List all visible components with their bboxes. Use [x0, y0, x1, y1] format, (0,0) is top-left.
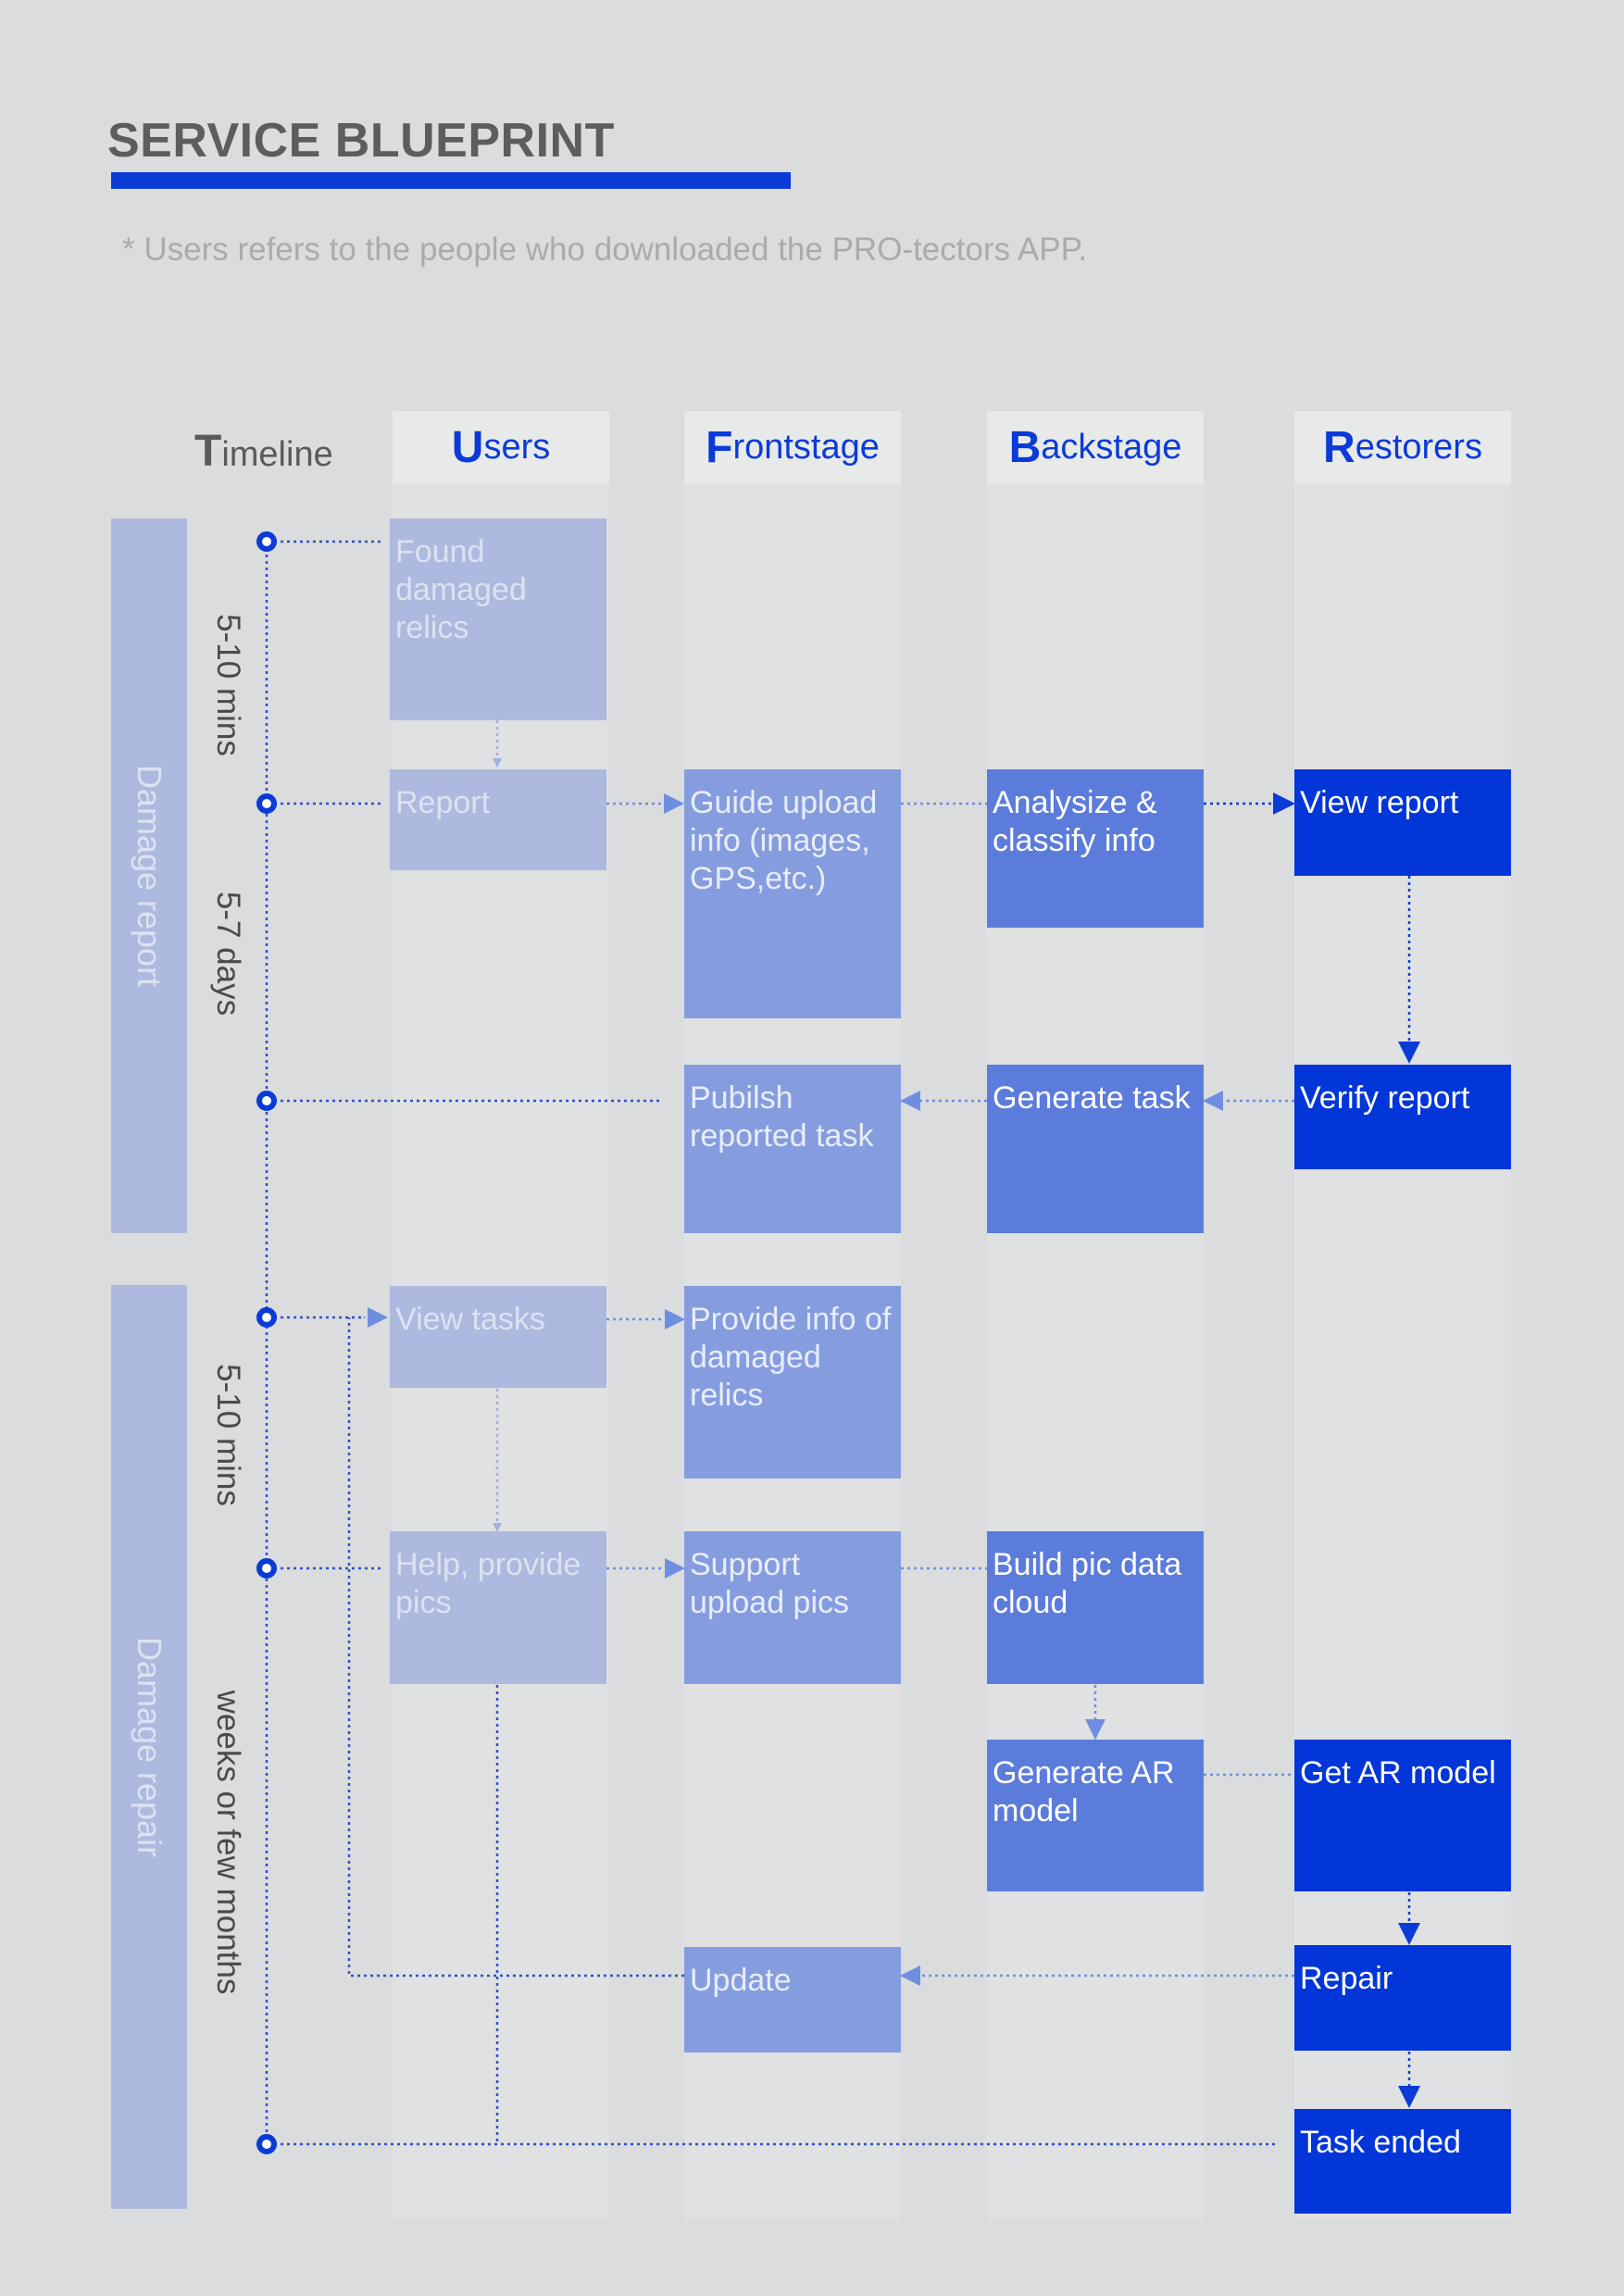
- step-generate-ar-model: Generate AR model: [987, 1740, 1204, 1891]
- step-help-provide-pics: Help, provide pics: [390, 1531, 606, 1684]
- footnote: * Users refers to the people who downloa…: [122, 231, 1088, 268]
- timeline-header-rest: imeline: [221, 435, 333, 474]
- title-underline: [111, 172, 791, 189]
- phase-damage-repair: Damage repair: [111, 1285, 187, 2209]
- timeline-node: [256, 531, 277, 552]
- timeline-node: [256, 793, 277, 814]
- step-found-damaged-relics: Found damaged relics: [390, 518, 606, 720]
- step-verify-report: Verify report: [1294, 1065, 1511, 1169]
- step-provide-info: Provide info of damaged relics: [684, 1286, 901, 1479]
- step-publish-task: Pubilsh reported task: [684, 1065, 901, 1233]
- timeline-node: [256, 1558, 277, 1578]
- step-repair: Repair: [1294, 1945, 1511, 2051]
- page-title: SERVICE BLUEPRINT: [107, 114, 615, 168]
- phase-damage-report: Damage report: [111, 518, 187, 1233]
- step-update: Update: [684, 1947, 901, 2053]
- timeline-node: [256, 1307, 277, 1328]
- timeline-node: [256, 1091, 277, 1111]
- step-support-upload-pics: Support upload pics: [684, 1531, 901, 1684]
- step-build-pic-data-cloud: Build pic data cloud: [987, 1531, 1204, 1684]
- timeline-header: Timeline: [194, 427, 333, 476]
- step-get-ar-model: Get AR model: [1294, 1740, 1511, 1891]
- step-view-tasks: View tasks: [390, 1286, 606, 1388]
- step-report: Report: [390, 769, 606, 870]
- step-task-ended: Task ended: [1294, 2109, 1511, 2214]
- timeline-node: [256, 2134, 277, 2154]
- step-generate-task: Generate task: [987, 1065, 1204, 1233]
- step-guide-upload-info: Guide upload info (images, GPS,etc.): [684, 769, 901, 1018]
- step-view-report: View report: [1294, 769, 1511, 876]
- step-analyze-classify: Analysize & classify info: [987, 769, 1204, 928]
